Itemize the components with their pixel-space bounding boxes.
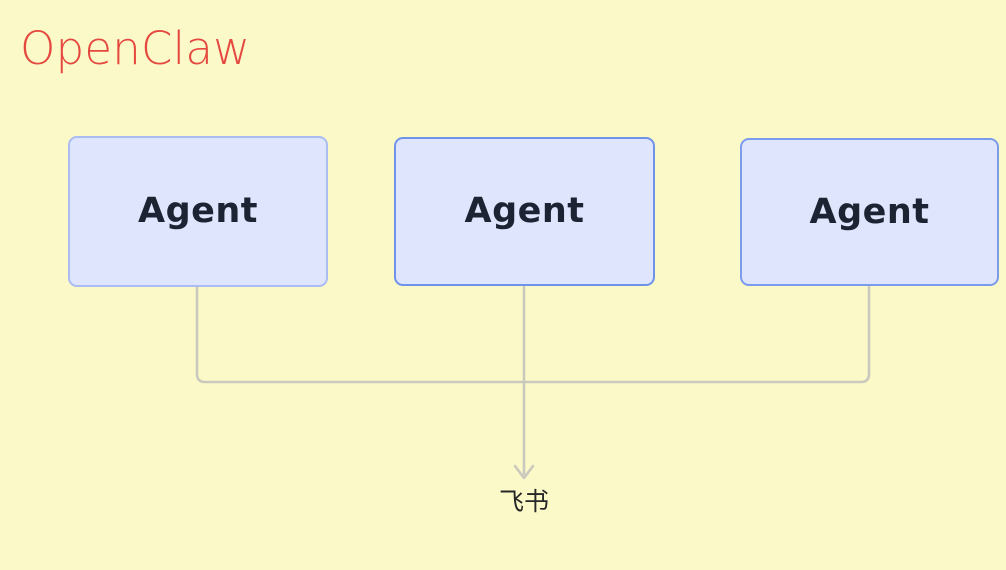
agent-node-1-label: Agent xyxy=(137,191,259,231)
destination-node-feishu[interactable]: 飞书 xyxy=(498,487,549,516)
agent-node-1[interactable]: Agent xyxy=(68,136,328,287)
edge-agent3-to-feishu xyxy=(522,285,871,384)
arrowhead-down-icon xyxy=(513,464,535,480)
agent-node-3[interactable]: Agent xyxy=(740,138,999,286)
agent-node-2-label: Agent xyxy=(464,191,585,231)
edge-agent1-to-feishu xyxy=(195,285,526,384)
page-title: OpenClaw xyxy=(20,22,251,75)
agent-node-3-label: Agent xyxy=(809,191,930,232)
agent-node-2[interactable]: Agent xyxy=(394,137,655,286)
